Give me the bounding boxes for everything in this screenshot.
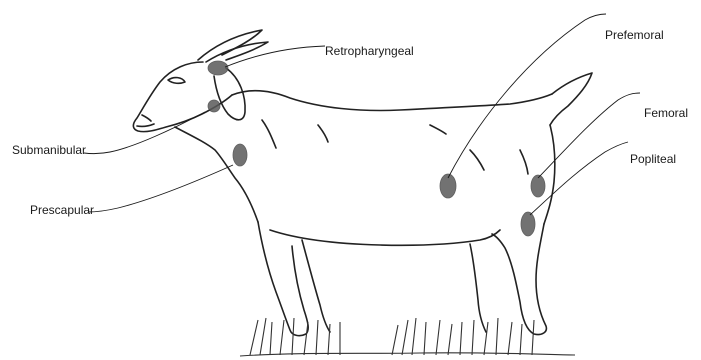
belly-outline [270, 230, 500, 245]
popliteal-node [521, 212, 535, 236]
submandibular-node [208, 100, 220, 112]
femoral-leader [538, 93, 640, 178]
horn-outline [198, 30, 262, 60]
eye-outline [168, 78, 185, 84]
hind-leg-far [470, 244, 486, 332]
prefemoral-leader [448, 14, 606, 178]
label-retropharyngeal: Retropharyngeal [325, 44, 414, 58]
tail-outline [550, 73, 592, 125]
label-submandibular: Submanibular [12, 143, 86, 157]
neck-front-outline [175, 127, 258, 222]
femoral-node [531, 175, 545, 197]
popliteal-leader [530, 142, 628, 215]
retropharyngeal-node [208, 61, 228, 75]
retropharyngeal-leader [225, 46, 325, 67]
prescapular-node [233, 144, 247, 166]
label-prefemoral: Prefemoral [605, 28, 664, 42]
ear-outline [214, 68, 245, 120]
label-femoral: Femoral [644, 106, 688, 120]
prescapular-leader [88, 165, 233, 212]
label-popliteal: Popliteal [630, 152, 676, 166]
label-prescapular: Prescapular [30, 203, 94, 217]
hind-leg-near [492, 224, 546, 335]
